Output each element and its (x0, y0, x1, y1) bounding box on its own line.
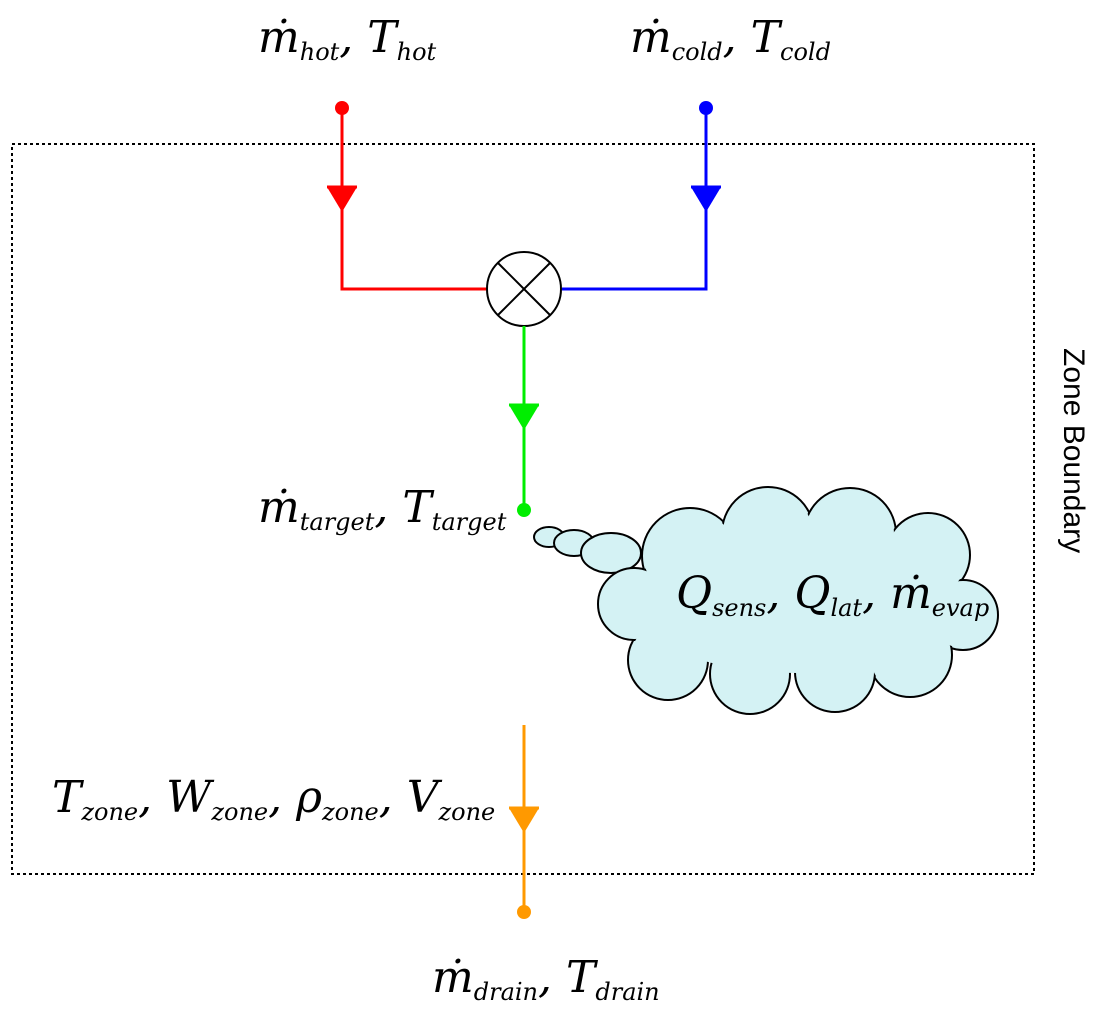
hot-inlet-label: ṁhot, Thot (258, 12, 437, 66)
hot-supply-line (327, 101, 486, 291)
drain-outlet-node (517, 905, 531, 919)
target-node (517, 503, 531, 517)
drain-flow-arrow (509, 808, 539, 833)
load-cloud (533, 486, 999, 715)
drain-line (509, 725, 539, 919)
zone-state-label: Tzone, Wzone, ρzone, Vzone (52, 772, 495, 826)
mixer-icon (486, 251, 562, 327)
cloud-label: Qsens, Qlat, ṁevap (676, 568, 989, 622)
cold-pipe (562, 108, 708, 291)
cold-inlet-node (699, 101, 713, 115)
cold-inlet-label: ṁcold, Tcold (630, 12, 831, 66)
target-label: ṁtarget, Ttarget (258, 482, 507, 536)
hot-inlet-node (335, 101, 349, 115)
hot-flow-arrow (327, 187, 357, 212)
drain-label: ṁdrain, Tdrain (432, 952, 660, 1006)
zone-boundary-label: Zone Boundary (1057, 348, 1090, 553)
target-flow-arrow (509, 405, 539, 430)
target-line (509, 326, 539, 517)
cold-flow-arrow (691, 187, 721, 212)
hot-pipe (340, 108, 486, 291)
cold-supply-line (562, 101, 721, 291)
